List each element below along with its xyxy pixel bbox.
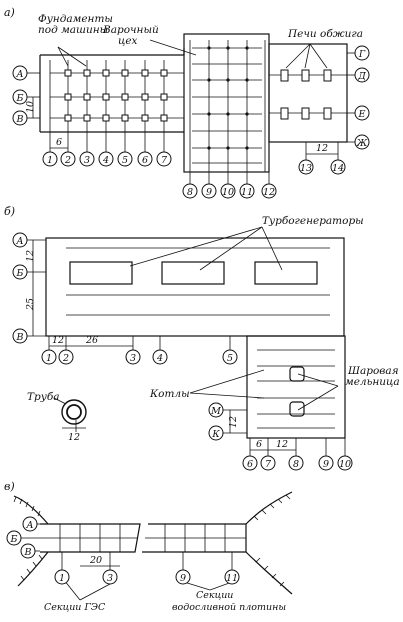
axis-b-col-4: 4 bbox=[156, 353, 163, 364]
foundations-label-l2: под машины bbox=[38, 24, 108, 36]
part-c-row-axes: А Б В bbox=[6, 516, 40, 559]
axis-a-col-2: 2 bbox=[64, 155, 71, 166]
part-c-spillway-sections bbox=[142, 523, 247, 553]
foundations-label-l1: Фундаменты bbox=[38, 13, 113, 25]
part-b-col-axes: 1 2 3 4 5 6 7 8 9 10 bbox=[41, 336, 353, 471]
dim-b-6: 6 bbox=[256, 439, 262, 450]
part-a-col-axes: 1 2 3 4 5 6 7 8 9 10 11 12 13 14 bbox=[42, 132, 346, 199]
axis-c-col-11: 11 bbox=[226, 573, 238, 584]
axis-a-D: Д bbox=[357, 71, 366, 82]
axis-a-col-12: 12 bbox=[263, 187, 275, 198]
dim-b-chimney-12: 12 bbox=[68, 432, 80, 443]
axis-a-col-4: 4 bbox=[102, 155, 109, 166]
kilns-label: Печи обжига bbox=[287, 28, 363, 40]
axis-b-col-9: 9 bbox=[323, 459, 329, 470]
axis-a-col-3: 3 bbox=[84, 155, 90, 166]
axis-b-V: В bbox=[16, 332, 24, 343]
dim-a-12: 12 bbox=[316, 143, 328, 154]
axis-b-B: Б bbox=[16, 268, 24, 279]
chimney-label: Труба bbox=[27, 391, 59, 403]
part-c: в) bbox=[4, 480, 293, 613]
axis-c-col-9: 9 bbox=[180, 573, 186, 584]
brewhouse-label-l2: цех bbox=[118, 35, 138, 47]
part-c-dimensions: 20 bbox=[80, 555, 120, 567]
axis-a-col-9: 9 bbox=[206, 187, 212, 198]
part-b-letter: б) bbox=[4, 205, 15, 218]
axis-a-col-1: 1 bbox=[47, 155, 53, 166]
axis-a-col-13: 13 bbox=[300, 163, 312, 174]
mill-label-l2: мельница bbox=[345, 376, 400, 388]
axis-c-A: А bbox=[25, 520, 33, 531]
axis-a-G: Г bbox=[358, 49, 366, 60]
axis-a-Zh: Ж bbox=[356, 138, 368, 149]
axis-c-col-1: 1 bbox=[59, 573, 65, 584]
part-c-hes-sections bbox=[40, 523, 141, 553]
dim-b-12-v: 12 bbox=[25, 250, 36, 262]
axis-b-col-6: 6 bbox=[247, 459, 253, 470]
axis-c-col-3: 3 bbox=[107, 573, 113, 584]
axis-b-A: А bbox=[15, 236, 23, 247]
part-b-row-axes: А Б В М К bbox=[12, 232, 247, 441]
dim-b-12-mk: 12 bbox=[228, 416, 239, 428]
part-a-dimensions: 6 10 12 bbox=[25, 97, 338, 155]
boilers-label: Котлы bbox=[149, 388, 190, 400]
chimney-symbol bbox=[53, 397, 87, 429]
part-c-river-banks bbox=[13, 491, 293, 595]
dim-a-10: 10 bbox=[25, 101, 36, 113]
axis-b-K: К bbox=[211, 429, 220, 440]
part-a: а) bbox=[4, 6, 370, 199]
dim-a-6: 6 bbox=[56, 137, 62, 148]
part-b-boiler-house bbox=[189, 335, 346, 439]
mill-label-l1: Шаровая bbox=[347, 365, 399, 377]
part-a-left-building bbox=[39, 46, 185, 133]
part-a-row-axes: А Б В Г Д Е Ж bbox=[12, 45, 370, 150]
part-a-letter: а) bbox=[4, 6, 15, 19]
dim-b-12-h: 12 bbox=[52, 335, 64, 346]
axis-a-col-10: 10 bbox=[222, 187, 234, 198]
dim-c-20: 20 bbox=[89, 555, 102, 566]
axis-c-B: Б bbox=[10, 534, 18, 545]
hes-sections-label: Секции ГЭС bbox=[44, 602, 106, 613]
axis-b-col-1: 1 bbox=[46, 353, 52, 364]
axis-c-V: В bbox=[24, 547, 32, 558]
axis-a-col-5: 5 bbox=[122, 155, 128, 166]
axis-b-col-5: 5 bbox=[227, 353, 233, 364]
axis-b-M: М bbox=[210, 406, 221, 417]
axis-a-col-11: 11 bbox=[241, 187, 253, 198]
spillway-label-l1: Секции bbox=[196, 590, 233, 601]
dim-b-26: 26 bbox=[85, 335, 98, 346]
part-b-dimensions: 12 25 12 26 12 6 12 12 bbox=[25, 240, 296, 451]
part-c-col-axes: 1 3 9 11 bbox=[54, 552, 240, 585]
spillway-label-l2: водосливной плотины bbox=[172, 602, 286, 613]
axis-b-col-3: 3 bbox=[130, 353, 136, 364]
axis-a-col-6: 6 bbox=[142, 155, 148, 166]
axis-a-A: А bbox=[15, 69, 23, 80]
axis-a-col-7: 7 bbox=[161, 155, 168, 166]
axis-b-col-8: 8 bbox=[293, 459, 299, 470]
axis-b-col-7: 7 bbox=[265, 459, 272, 470]
axis-a-E: Е bbox=[358, 109, 366, 120]
part-b-turbine-hall bbox=[45, 226, 345, 337]
axis-a-col-8: 8 bbox=[187, 187, 193, 198]
turbogenerators-label: Турбогенераторы bbox=[262, 215, 364, 227]
dim-b-12-boiler: 12 bbox=[276, 439, 288, 450]
axis-b-col-2: 2 bbox=[62, 353, 69, 364]
brewhouse-label-l1: Варочный bbox=[102, 24, 159, 36]
part-c-letter: в) bbox=[4, 480, 15, 493]
axis-a-B: Б bbox=[16, 93, 24, 104]
part-a-kiln-building bbox=[268, 43, 348, 143]
part-b: б) bbox=[4, 205, 400, 471]
axis-a-V: В bbox=[16, 114, 24, 125]
axis-b-col-10: 10 bbox=[339, 459, 351, 470]
axis-a-col-14: 14 bbox=[332, 163, 344, 174]
dim-b-25: 25 bbox=[25, 298, 36, 311]
